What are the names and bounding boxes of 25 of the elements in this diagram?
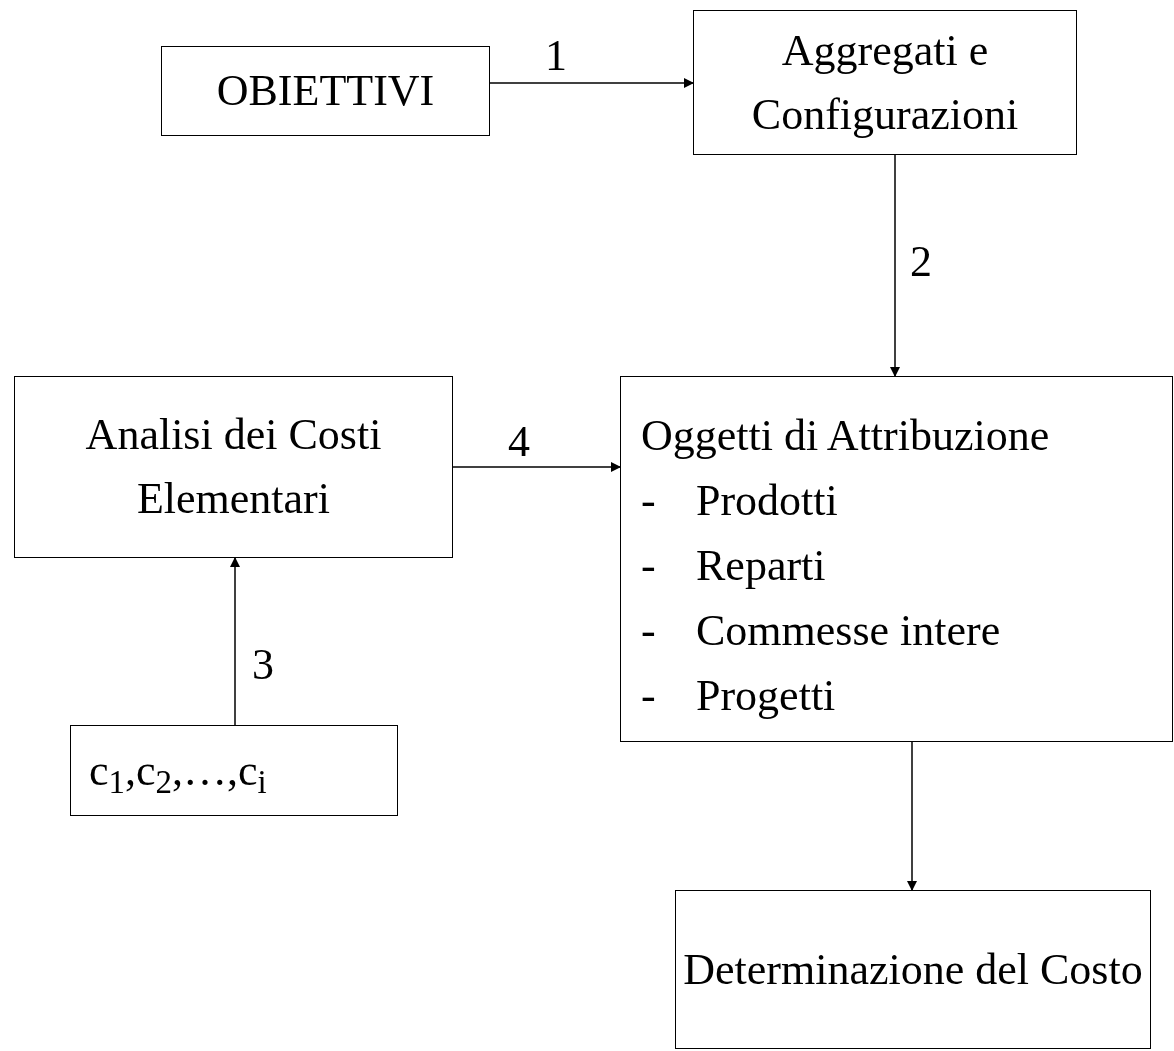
arrow (452, 462, 621, 472)
process-box (620, 376, 1173, 742)
arrow (890, 154, 900, 377)
process-box (70, 725, 398, 816)
list-item: - Progetti (641, 670, 836, 722)
list-item: - Reparti (641, 540, 826, 592)
arrow (907, 741, 917, 891)
process-box (161, 46, 490, 136)
process-box (693, 10, 1077, 155)
arrow (230, 557, 240, 726)
box-heading: Oggetti di Attribuzione (641, 410, 1050, 462)
process-box (14, 376, 453, 558)
process-box (675, 890, 1151, 1049)
edge-label: 1 (545, 34, 567, 78)
box-label: Analisi dei Costi Elementari (84, 409, 383, 525)
box-label: Determinazione del Costo (683, 943, 1143, 996)
box-label: Aggregati e Configurazioni (750, 24, 1020, 141)
list-item: - Prodotti (641, 475, 838, 527)
arrow (489, 78, 694, 88)
box-label: OBIETTIVI (216, 65, 435, 117)
edge-label: 4 (508, 420, 530, 464)
list-item: - Commesse intere (641, 605, 1001, 657)
edge-label: 2 (910, 240, 932, 284)
box-label: c$_{1}$,c$_{2}$,…,c$_{i}$ (89, 744, 267, 802)
edge-label: 3 (252, 643, 274, 687)
